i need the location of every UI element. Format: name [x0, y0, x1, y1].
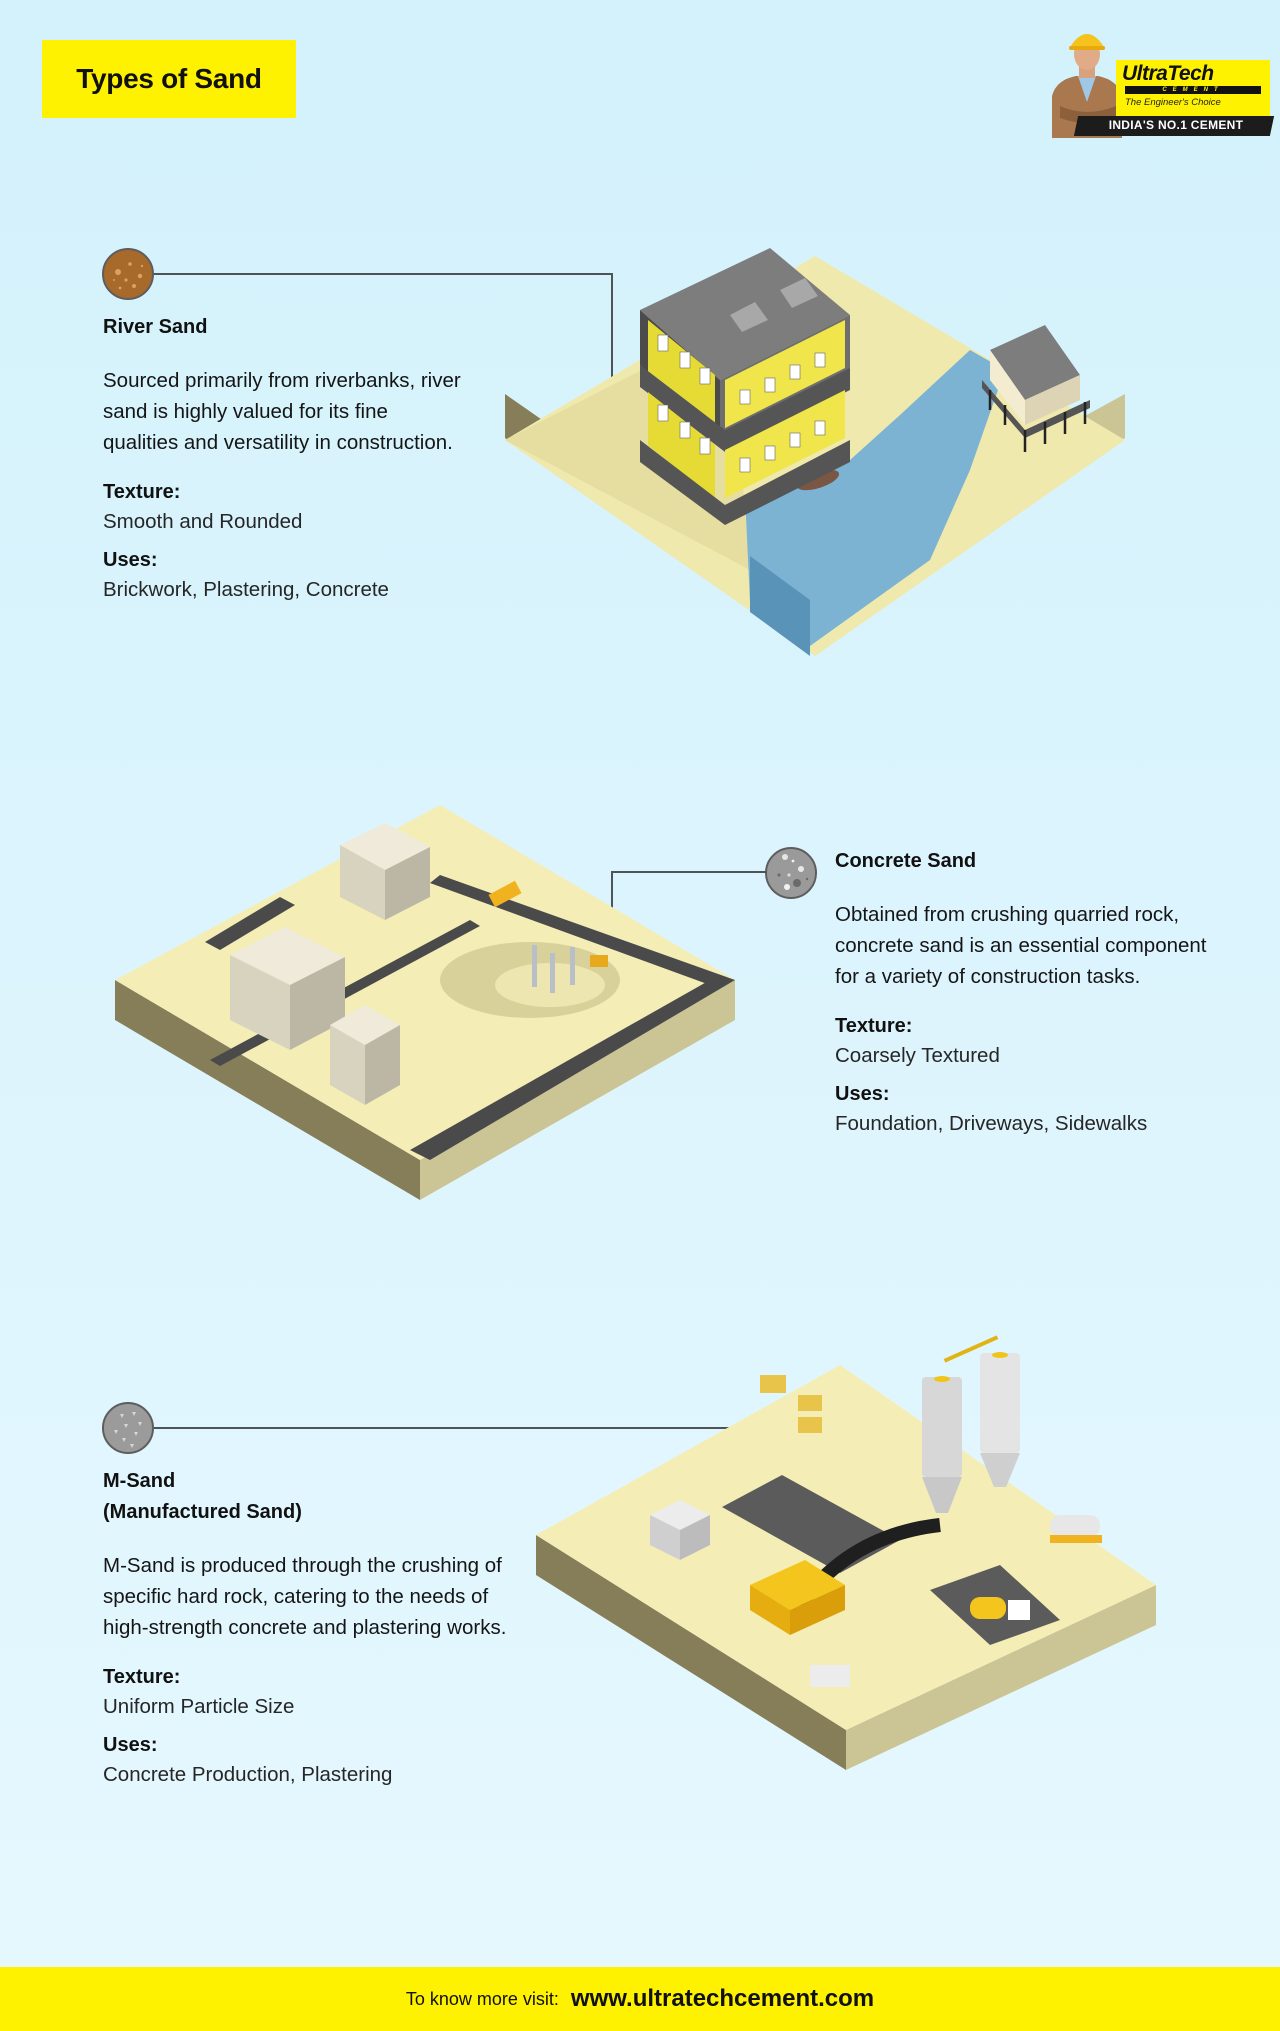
river-sand-text-block: River Sand Sourced primarily from riverb…	[103, 312, 463, 605]
river-sand-connector-vertical	[611, 273, 613, 475]
concrete-sand-uses-value: Foundation, Driveways, Sidewalks	[835, 1112, 1148, 1135]
m-sand-uses-label: Uses:	[103, 1734, 158, 1756]
m-sand-uses-value: Concrete Production, Plastering	[103, 1763, 393, 1786]
river-scene-illustration	[505, 248, 1125, 656]
m-sand-swatch-icon	[102, 1402, 154, 1454]
concrete-sand-text-block: Concrete Sand Obtained from crushing qua…	[835, 846, 1235, 1139]
footer-bar: To know more visit: www.ultratechcement.…	[0, 1967, 1280, 2031]
logo-cement-bar: CEMENT	[1125, 86, 1261, 94]
m-sand-description: M-Sand is produced through the crushing …	[103, 1554, 507, 1639]
concrete-sand-title: Concrete Sand	[835, 850, 977, 872]
m-sand-texture-value: Uniform Particle Size	[103, 1695, 295, 1718]
m-sand-title: M-Sand	[103, 1470, 176, 1492]
river-sand-uses-value: Brickwork, Plastering, Concrete	[103, 578, 389, 601]
river-sand-connector	[154, 273, 612, 275]
river-sand-texture-value: Smooth and Rounded	[103, 510, 303, 533]
engineer-mascot-icon	[1052, 34, 1122, 138]
logo-tagline: The Engineer's Choice	[1125, 97, 1221, 108]
concrete-sand-description: Obtained from crushing quarried rock, co…	[835, 903, 1207, 988]
m-sand-title-subtitle: (Manufactured Sand)	[103, 1501, 302, 1523]
page-title: Types of Sand	[76, 63, 262, 94]
m-sand-text-block: M-Sand (Manufactured Sand) M-Sand is pro…	[103, 1466, 523, 1790]
river-sand-title: River Sand	[103, 316, 208, 338]
concrete-sand-uses-label: Uses:	[835, 1083, 890, 1105]
ultratech-logo[interactable]: UltraTech CEMENT The Engineer's Choice I…	[1036, 22, 1275, 140]
page-title-badge: Types of Sand	[42, 40, 296, 118]
construction-site-illustration	[115, 805, 735, 1200]
river-sand-uses-label: Uses:	[103, 549, 158, 571]
logo-brand-text: UltraTech	[1122, 62, 1214, 85]
river-sand-texture-label: Texture:	[103, 481, 181, 503]
m-sand-connector	[154, 1427, 764, 1429]
concrete-sand-connector	[612, 871, 767, 873]
footer-website-link[interactable]: www.ultratechcement.com	[570, 1985, 875, 2012]
concrete-sand-swatch-icon	[765, 847, 817, 899]
logo-strip-text: INDIA'S NO.1 CEMENT	[1108, 118, 1244, 132]
batching-plant-illustration	[536, 1335, 1156, 1770]
river-sand-swatch-icon	[102, 248, 154, 300]
river-sand-description: Sourced primarily from riverbanks, river…	[103, 369, 461, 454]
concrete-sand-texture-label: Texture:	[835, 1015, 913, 1037]
footer-lead-text: To know more visit:	[405, 1988, 559, 2009]
m-sand-texture-label: Texture:	[103, 1666, 181, 1688]
concrete-sand-texture-value: Coarsely Textured	[835, 1044, 1000, 1067]
